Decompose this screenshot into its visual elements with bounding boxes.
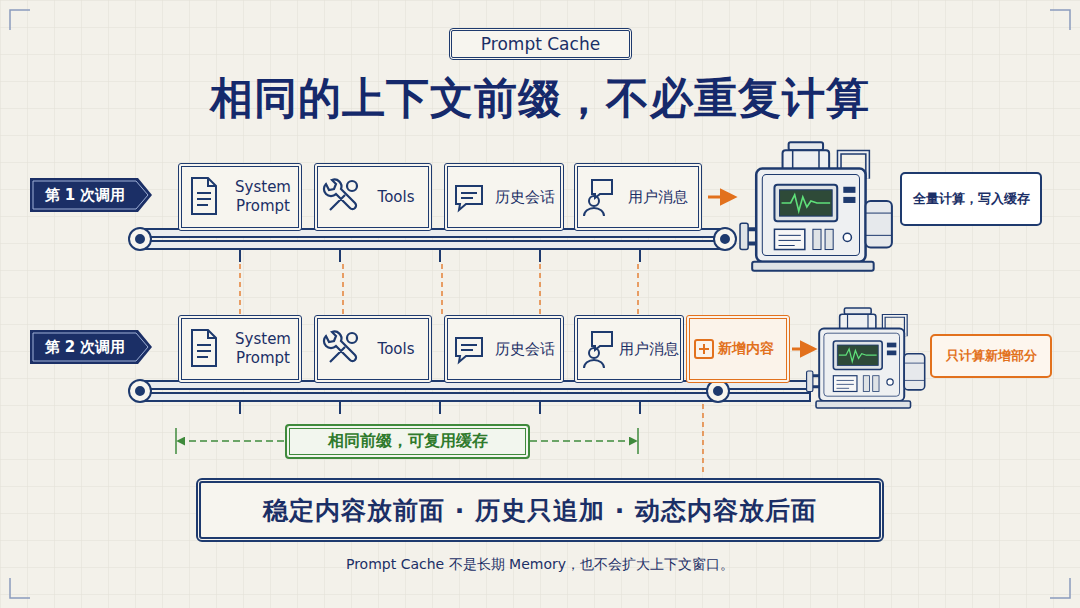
node-text: System Prompt <box>228 178 298 216</box>
diagram-title: 相同的上下文前缀，不必重复计算 <box>0 70 1080 128</box>
result-note: 只计算新增部分 <box>930 334 1052 378</box>
result-note: 全量计算，写入缓存 <box>900 172 1042 226</box>
context-panel: 历史会话 <box>444 163 564 231</box>
conveyor <box>129 380 810 414</box>
conveyor <box>129 228 736 262</box>
context-panel: System Prompt <box>178 163 302 231</box>
diagram-caption: Prompt Cache 不是长期 Memory，也不会扩大上下文窗口。 <box>0 556 1080 574</box>
node-text: Tools <box>364 340 428 359</box>
context-panel: Tools <box>314 163 432 231</box>
principle-box: 稳定内容放前面 · 历史只追加 · 动态内容放后面 <box>196 478 884 542</box>
node-text: Prompt Cache <box>481 34 600 54</box>
node-text: 全量计算，写入缓存 <box>913 190 1030 208</box>
node-text: 用户消息 <box>618 340 680 359</box>
call-tag: 第 2 次调用 <box>30 330 152 364</box>
user-icon <box>584 180 612 368</box>
node-text: 稳定内容放前面 · 历史只追加 · 动态内容放后面 <box>263 494 817 527</box>
document-icon <box>192 178 216 366</box>
node-text: Tools <box>364 188 428 207</box>
wrench-icon <box>324 180 357 362</box>
title-badge: Prompt Cache <box>449 28 632 60</box>
context-panel: 用户消息 <box>574 315 684 383</box>
chat-icon <box>456 186 482 362</box>
context-panel: 用户消息 <box>574 163 702 231</box>
node-text: 相同前缀，可复用缓存 <box>328 431 488 452</box>
node-text: 第 2 次调用 <box>45 338 126 357</box>
plus-icon <box>695 340 713 358</box>
node-text: 只计算新增部分 <box>946 347 1037 365</box>
context-panel: Tools <box>314 315 432 383</box>
node-text: 新增内容 <box>718 340 774 358</box>
node-text: System Prompt <box>228 330 298 368</box>
context-panel: 历史会话 <box>444 315 564 383</box>
node-text: 历史会话 <box>490 340 560 359</box>
context-panel: System Prompt <box>178 315 302 383</box>
call-tag: 第 1 次调用 <box>30 178 152 212</box>
cache-label: 相同前缀，可复用缓存 <box>285 424 530 459</box>
node-text: 第 1 次调用 <box>45 186 126 205</box>
node-text: 历史会话 <box>490 188 560 207</box>
node-text: 用户消息 <box>618 188 698 207</box>
new-content-panel: 新增内容 <box>686 315 790 383</box>
